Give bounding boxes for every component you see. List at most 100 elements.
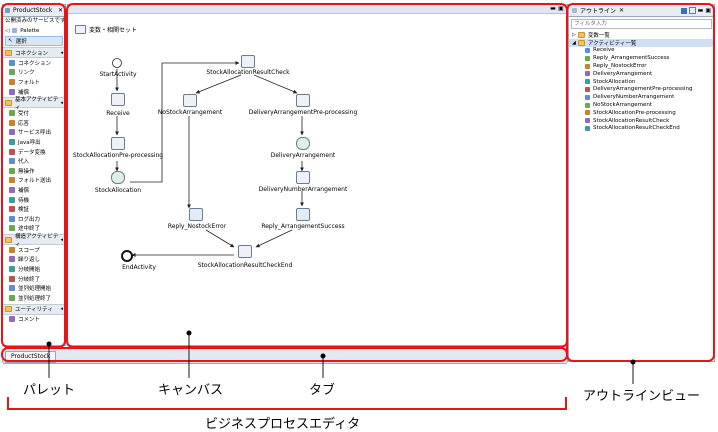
minimize-icon[interactable]: ▬ xyxy=(697,7,704,14)
folder-icon xyxy=(5,49,12,56)
maximize-icon[interactable]: ▣ xyxy=(705,7,711,14)
outline-activity-item[interactable]: NoStockArrangement xyxy=(569,101,714,109)
close-icon[interactable]: ✕ xyxy=(619,7,625,14)
palette-item[interactable]: 補償 xyxy=(3,185,65,195)
collapse-arrow-icon[interactable]: ◂ xyxy=(60,306,63,313)
collapse-arrow-icon[interactable]: ◂ xyxy=(60,99,63,106)
palette-group-title: 構造アクティビティ xyxy=(15,233,59,248)
palette-item[interactable]: フォルト送出 xyxy=(3,176,65,186)
palette-item[interactable]: 並列処理開始 xyxy=(3,283,65,293)
result-check-end-node[interactable] xyxy=(238,245,252,258)
outline-activity-item[interactable]: DeliveryArrangement xyxy=(569,70,714,78)
palette-item-label: コネクション xyxy=(18,60,52,67)
delivery-arrangement-node[interactable] xyxy=(296,137,310,150)
outline-callout xyxy=(566,3,715,362)
activity-icon xyxy=(9,275,15,282)
outline-root-item[interactable]: ▷変数一覧 xyxy=(569,31,714,39)
palette-item[interactable]: 受付 xyxy=(3,108,65,118)
palette-item[interactable]: フォルト xyxy=(3,77,65,87)
palette-item-label: 並列処理開始 xyxy=(18,286,52,293)
expand-icon[interactable]: ▷ xyxy=(572,31,576,38)
collapse-icon[interactable]: ◢ xyxy=(572,39,576,46)
outline-activity-item[interactable]: StockAllocationResultCheck xyxy=(569,117,714,125)
outline-activity-item[interactable]: Reply_NostockError xyxy=(569,62,714,70)
collapse-arrow-icon[interactable]: ◂ xyxy=(60,236,63,243)
palette-item[interactable]: 途中終了 xyxy=(3,224,65,234)
outline-activity-item[interactable]: DeliveryArrangementPre-processing xyxy=(569,86,714,94)
outline-activity-item[interactable]: Receive xyxy=(569,47,714,55)
delivery-number-node[interactable] xyxy=(296,171,310,184)
filter-input[interactable]: フィルタ入力 xyxy=(571,19,712,29)
delivery-number-label: DeliveryNumberArrangement xyxy=(258,186,348,193)
palette-group[interactable]: コネクション◂ xyxy=(3,47,65,58)
palette-group[interactable]: ユーティリティ ◂ xyxy=(3,303,65,315)
outline-root-item[interactable]: ◢アクティビティ一覧 xyxy=(569,38,714,47)
minimize-icon[interactable]: ▬ xyxy=(550,5,556,12)
palette-group[interactable]: 基本アクティビティ◂ xyxy=(3,97,65,111)
palette-item[interactable]: ログ出力 xyxy=(3,214,65,224)
palette-item[interactable]: 並列処理終了 xyxy=(3,293,65,303)
stock-allocation-node[interactable] xyxy=(111,171,125,184)
activity-icon xyxy=(9,266,15,273)
outline-activity-item[interactable]: StockAllocationResultCheckEnd xyxy=(569,125,714,133)
palette-item-label: フォルト xyxy=(18,79,41,86)
palette-item[interactable]: 分岐開始 xyxy=(3,264,65,274)
palette-item[interactable]: コメント xyxy=(3,315,65,325)
reply-error-node[interactable] xyxy=(189,208,203,221)
variables-correlation-set[interactable]: 変数・相関セット xyxy=(75,25,137,34)
palette-group-title: ユーティリティ xyxy=(15,307,53,314)
palette-item[interactable]: 補償 xyxy=(3,87,65,97)
palette-tab[interactable]: ProductStock ✕ xyxy=(3,5,65,17)
delivery-preproc-node[interactable] xyxy=(296,94,310,107)
palette-item-label: 無操作 xyxy=(18,168,35,175)
nostock-node[interactable] xyxy=(183,94,197,107)
outline-activity-item[interactable]: Reply_ArrangementSuccess xyxy=(569,54,714,62)
outline-activity-item[interactable]: DeliveryNumberArrangement xyxy=(569,93,714,101)
flow-replysucc-checkend xyxy=(255,229,293,248)
activity-icon xyxy=(9,158,15,165)
select-tool[interactable]: ↖ 選択 xyxy=(5,36,63,46)
folder-icon xyxy=(577,31,585,38)
activity-icon xyxy=(585,94,590,100)
activity-icon xyxy=(9,119,15,126)
palette-item[interactable]: 無操作 xyxy=(3,166,65,176)
palette-item[interactable]: リンク xyxy=(3,68,65,78)
palette-item[interactable]: 待機 xyxy=(3,195,65,205)
preprocessing-node[interactable] xyxy=(111,137,125,150)
activity-icon xyxy=(9,294,15,301)
result-check-node[interactable] xyxy=(241,55,255,68)
close-icon[interactable]: ✕ xyxy=(57,7,63,14)
palette-item-label: 並列処理終了 xyxy=(18,295,52,302)
reply-error-label: Reply_NostockError xyxy=(167,223,227,230)
palette-item[interactable]: データ変換 xyxy=(3,147,65,157)
palette-item[interactable]: スコープ xyxy=(3,245,65,255)
palette-item[interactable]: Java呼出 xyxy=(3,137,65,147)
palette-item[interactable]: 分岐終了 xyxy=(3,274,65,284)
palette-item-label: 受付 xyxy=(18,111,30,118)
nostock-label: NoStockArrangement xyxy=(157,109,223,116)
activity-icon xyxy=(585,102,590,108)
palette-group[interactable]: 構造アクティビティ◂ xyxy=(3,233,65,248)
back-icon[interactable]: ◁ xyxy=(5,27,10,34)
palette-item[interactable]: 検証 xyxy=(3,204,65,214)
palette-item[interactable]: サービス呼出 xyxy=(3,128,65,138)
outline-activity-item[interactable]: StockAllocation xyxy=(569,78,714,86)
maximize-icon[interactable]: ▣ xyxy=(558,5,564,12)
activity-icon xyxy=(585,118,590,124)
receive-node[interactable] xyxy=(111,93,125,106)
palette-item[interactable]: 応答 xyxy=(3,118,65,128)
collapse-arrow-icon[interactable]: ◂ xyxy=(60,49,63,56)
activity-icon xyxy=(9,316,15,323)
service-description: 公開済みのサービスです。 xyxy=(5,18,65,24)
collapse-icon[interactable] xyxy=(688,7,696,14)
sort-icon[interactable] xyxy=(680,7,687,14)
canvas[interactable]: ▬ ▣ 変数・相関セット xyxy=(67,4,568,346)
palette-item[interactable]: 繰り返し xyxy=(3,255,65,265)
palette-item[interactable]: コネクション xyxy=(3,58,65,68)
reply-success-node[interactable] xyxy=(296,208,310,221)
palette-item[interactable]: 代入 xyxy=(3,156,65,166)
outline-tab[interactable]: アウトライン ✕ ▬ ▣ xyxy=(569,5,714,17)
outline-activity-item[interactable]: StockAllocationPre-processing xyxy=(569,109,714,117)
activity-icon xyxy=(9,78,15,85)
activity-icon xyxy=(9,186,15,193)
